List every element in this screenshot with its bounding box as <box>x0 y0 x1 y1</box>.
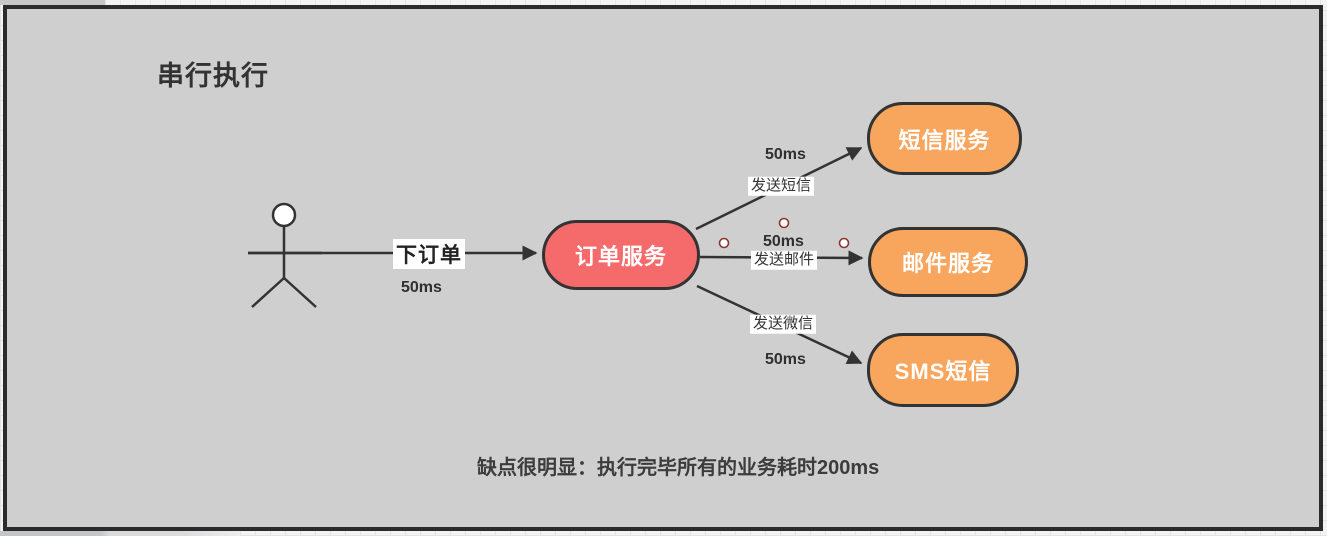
node-order-service-label: 订单服务 <box>574 244 667 269</box>
horizontal-scrollbar-fragment[interactable] <box>0 531 240 536</box>
duration-send-wechat: 50ms <box>765 351 806 368</box>
edge-label-send-wechat[interactable]: 发送微信 <box>749 314 817 334</box>
diagram-title: 串行执行 <box>157 61 269 91</box>
node-sms-service[interactable]: 短信服务 <box>867 102 1022 175</box>
node-sms-message-label: SMS短信 <box>894 359 992 384</box>
node-sms-service-label: 短信服务 <box>898 127 991 153</box>
node-mail-service[interactable]: 邮件服务 <box>868 227 1028 297</box>
edge-label-place-order[interactable]: 下订单 <box>393 239 465 269</box>
diagram-caption: 缺点很明显：执行完毕所有的业务耗时200ms <box>477 457 880 479</box>
top-ruler-fragment <box>0 0 105 5</box>
node-order-service[interactable]: 订单服务 <box>542 220 700 290</box>
edge-label-send-sms[interactable]: 发送短信 <box>747 176 815 196</box>
duration-send-mail: 50ms <box>763 233 804 250</box>
edge-label-send-mail[interactable]: 发送邮件 <box>750 250 818 270</box>
node-sms-message[interactable]: SMS短信 <box>867 333 1019 407</box>
node-mail-service-label: 邮件服务 <box>901 251 994 276</box>
duration-send-sms: 50ms <box>765 146 806 163</box>
duration-place-order: 50ms <box>401 279 442 296</box>
